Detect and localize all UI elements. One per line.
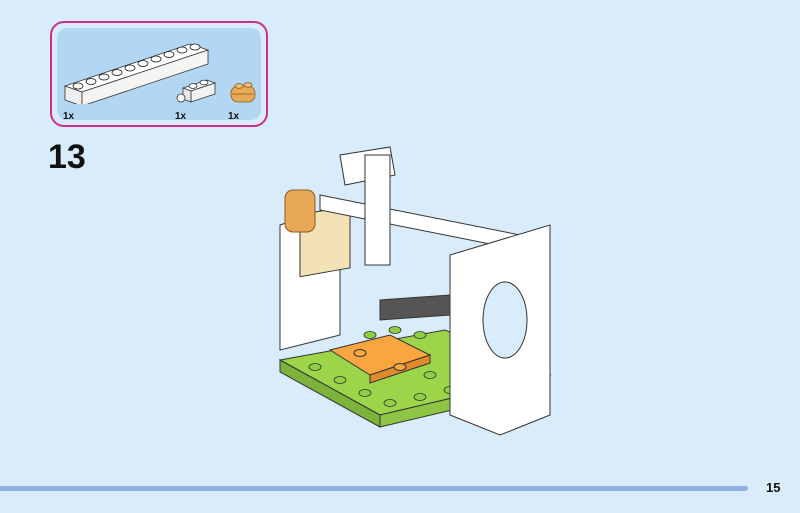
brick-1x10-image — [63, 43, 210, 104]
tan-brick-image — [230, 82, 256, 103]
parts-callout-inner: 1x 1x 1x — [57, 28, 261, 122]
brick-1x2-clip-image — [176, 79, 217, 103]
step-number: 13 — [48, 138, 86, 176]
part-qty: 1x — [63, 111, 75, 122]
model-illustration — [278, 146, 552, 436]
parts-callout: 1x 1x 1x — [50, 21, 268, 127]
part-qty: 1x — [175, 111, 187, 122]
part-qty: 1x — [228, 111, 240, 122]
page-footer-bar — [0, 486, 748, 491]
page-number: 15 — [766, 480, 781, 495]
